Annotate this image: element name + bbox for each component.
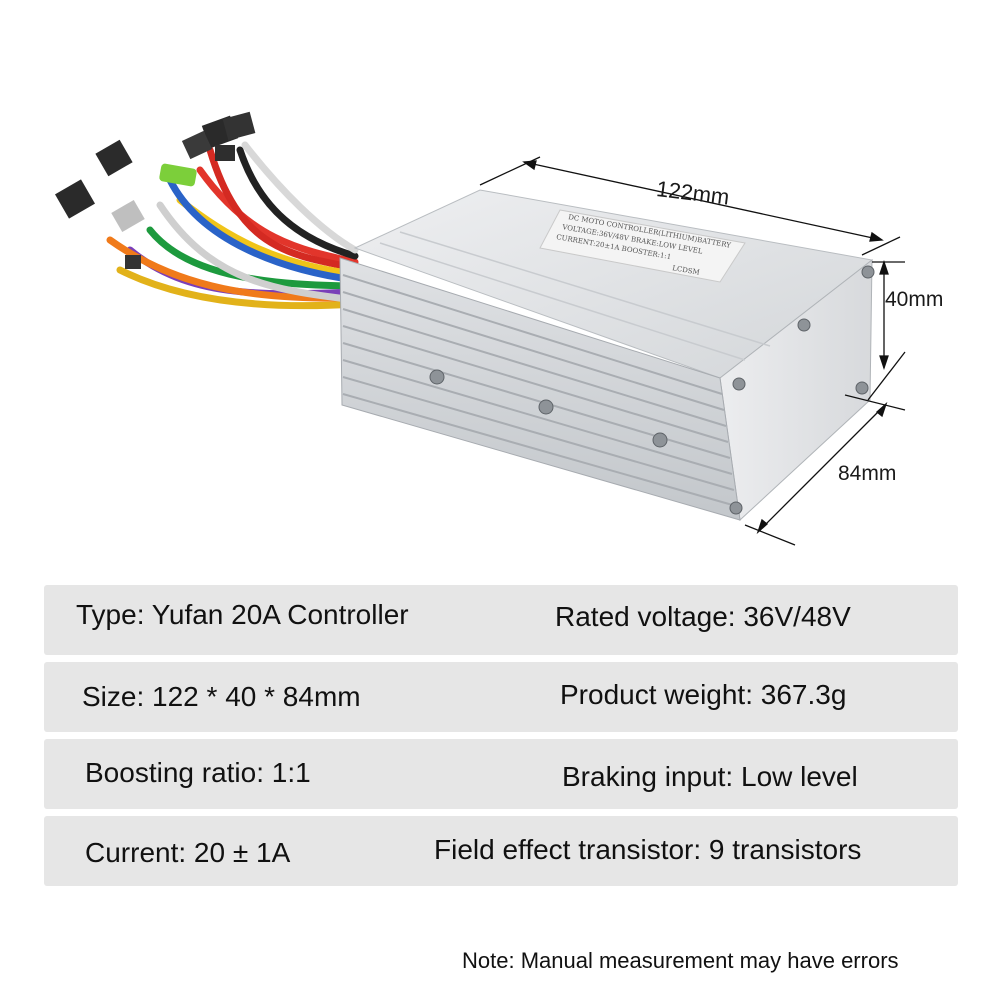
screw-end-5 xyxy=(729,501,743,515)
spec-row: Size: 122 * 40 * 84mm Product weight: 36… xyxy=(44,662,958,732)
dimension-height-label: 40mm xyxy=(885,288,944,311)
screw-end-3 xyxy=(855,381,869,395)
product-image: DC MOTO CONTROLLER(LITHIUM)BATTERY VOLTA… xyxy=(55,111,944,546)
screws xyxy=(429,265,875,515)
spec-size: Size: 122 * 40 * 84mm xyxy=(82,681,361,712)
dimension-depth-label: 84mm xyxy=(838,462,897,485)
case-front-face xyxy=(339,257,741,521)
dimension-lines xyxy=(479,156,906,546)
connector-plugs xyxy=(55,111,256,269)
spec-type: Type: Yufan 20A Controller xyxy=(76,599,409,630)
product-label xyxy=(539,209,746,283)
screw-end-2 xyxy=(797,318,811,332)
spec-current: Current: 20 ± 1A xyxy=(85,837,291,868)
wire-bundle xyxy=(106,141,359,310)
top-ridges xyxy=(379,231,771,361)
spec-row: Boosting ratio: 1:1 Braking input: Low l… xyxy=(44,739,958,809)
screw-front-1 xyxy=(429,369,445,385)
spec-boosting-ratio: Boosting ratio: 1:1 xyxy=(85,757,311,788)
screw-front-3 xyxy=(652,432,668,448)
spec-row: Type: Yufan 20A Controller Rated voltage… xyxy=(44,585,958,655)
spec-rated-voltage: Rated voltage: 36V/48V xyxy=(555,601,851,632)
controller-illustration: DC MOTO CONTROLLER(LITHIUM)BATTERY VOLTA… xyxy=(55,111,906,546)
cooling-fins xyxy=(342,274,737,507)
spec-braking-input: Braking input: Low level xyxy=(562,761,858,792)
screw-front-2 xyxy=(538,399,554,415)
screw-end-4 xyxy=(732,377,746,391)
spec-row: Current: 20 ± 1A Field effect transistor… xyxy=(44,816,958,886)
spec-field-effect-transistor: Field effect transistor: 9 transistors xyxy=(434,834,862,865)
screw-end-1 xyxy=(861,265,875,279)
spec-product-weight: Product weight: 367.3g xyxy=(560,679,847,710)
measurement-note: Note: Manual measurement may have errors xyxy=(462,948,899,973)
